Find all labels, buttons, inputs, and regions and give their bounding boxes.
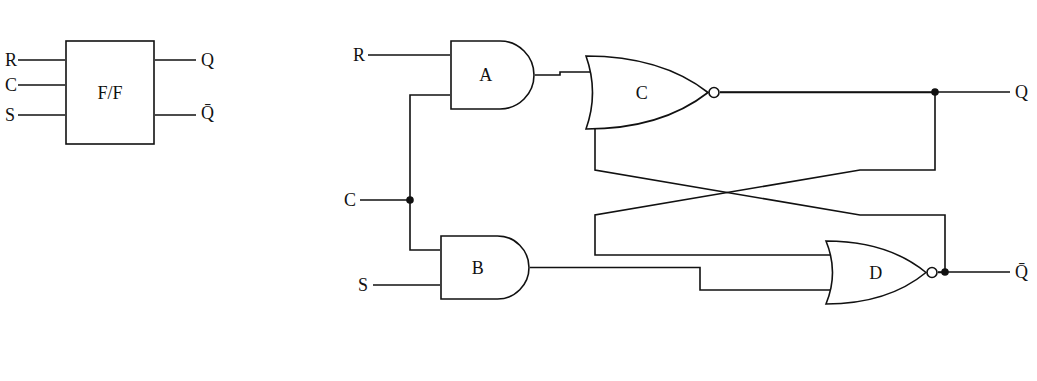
feedback-wire xyxy=(590,115,945,273)
gate-label: A xyxy=(479,66,492,84)
gate-label: B xyxy=(472,259,484,277)
and-outline xyxy=(450,40,535,110)
signal-name: S xyxy=(357,276,369,294)
gate-label: F/F xyxy=(97,84,122,102)
signal-name: R xyxy=(4,51,18,69)
signal-name: S xyxy=(4,106,16,124)
gate-label: C xyxy=(636,84,648,102)
nor-outline xyxy=(585,55,720,130)
signal-name: Q̄ xyxy=(1014,263,1029,281)
junction-dot xyxy=(407,197,413,203)
input-wire xyxy=(18,84,65,86)
signal-name: R xyxy=(352,46,366,64)
nor-gate: D xyxy=(825,240,938,305)
signal-name: Q xyxy=(1014,83,1029,101)
clock-wire xyxy=(410,95,450,250)
signal-name: C xyxy=(4,76,18,94)
input-wire xyxy=(360,199,410,201)
input-wire xyxy=(18,59,65,61)
and-gate: B xyxy=(440,235,530,300)
input-wire xyxy=(373,284,440,286)
feedback-wire xyxy=(530,268,831,291)
flip-flop-block: F/F xyxy=(65,40,155,145)
input-wire xyxy=(368,54,450,56)
output-wire xyxy=(155,59,196,61)
signal-name: Q xyxy=(200,51,215,69)
and-outline xyxy=(440,235,530,300)
output-wire xyxy=(155,114,196,116)
and-gate: A xyxy=(450,40,535,110)
signal-name: C xyxy=(343,191,357,209)
signal-name: Q̄ xyxy=(200,104,215,122)
nor-gate: C xyxy=(585,55,720,130)
gate-label: D xyxy=(869,264,882,282)
input-wire xyxy=(18,114,65,116)
feedback-wire xyxy=(535,72,591,75)
